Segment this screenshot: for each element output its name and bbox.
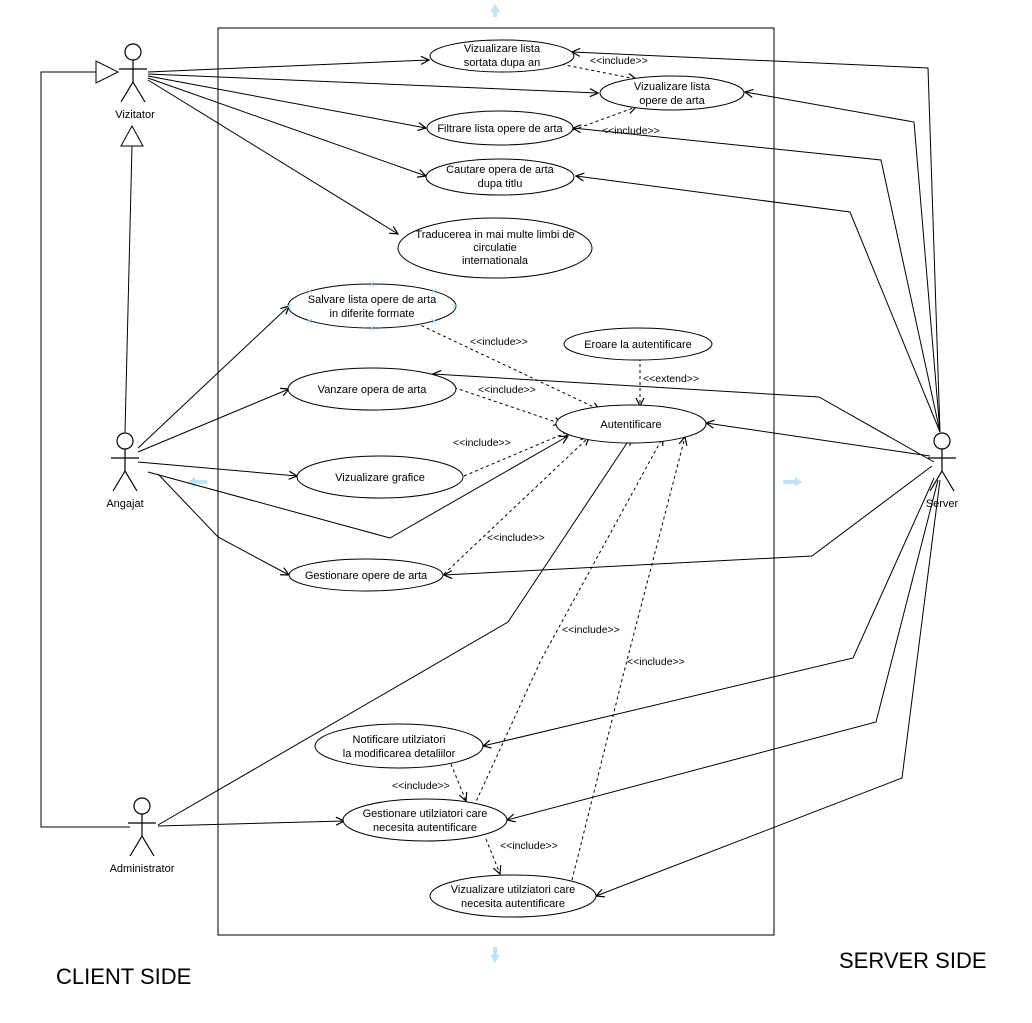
include-label-2: <<include>> [602, 125, 660, 137]
svg-text:×: × [368, 324, 376, 334]
use-case-eroare-autentificare[interactable]: Eroare la autentificare [563, 327, 713, 361]
use-case-label: circulatie [473, 242, 516, 254]
svg-text:×: × [368, 280, 376, 290]
use-case-label: necesita autentificare [461, 898, 565, 910]
use-case-gestionare-utilizatori[interactable]: Gestionare utilziatori care necesita aut… [342, 798, 508, 842]
use-case-vanzare-opera[interactable]: Vanzare opera de arta [287, 367, 457, 411]
use-case-label: internationala [462, 255, 529, 267]
use-case-label: Traducerea in mai multe limbi de [415, 229, 574, 241]
use-case-label: Vizualizare lista [634, 81, 711, 93]
use-case-label: Salvare lista opere de arta [308, 294, 437, 306]
server-side-label: SERVER SIDE [839, 948, 987, 973]
use-case-label: Notificare utilziatori [353, 734, 446, 746]
use-case-salvare-lista[interactable]: Salvare lista opere de arta in diferite … [287, 283, 457, 329]
use-case-vizualizare-lista-sortata[interactable]: Vizualizare lista sortata dupa an [429, 39, 575, 73]
drag-hint-arrow-right [783, 477, 802, 487]
use-case-cautare-opera[interactable]: Cautare opera de arta dupa titlu [425, 158, 575, 196]
include-label-1: <<include>> [590, 55, 648, 67]
stereotype-labels: <<include>> <<include>> <<include>> <<ex… [392, 55, 699, 852]
actor-label-angajat: Angajat [106, 498, 143, 510]
use-case-label: Eroare la autentificare [584, 339, 692, 351]
actor-server[interactable] [928, 432, 956, 492]
svg-text:×: × [430, 317, 438, 327]
use-case-label: Cautare opera de arta [446, 164, 555, 176]
svg-text:×: × [430, 287, 438, 297]
use-case-label: Vizualizare grafice [335, 472, 425, 484]
include-label-5: <<include>> [453, 437, 511, 449]
actor-vizitator[interactable] [119, 43, 147, 103]
system-boundary [217, 27, 775, 936]
use-case-label: opere de arta [639, 95, 705, 107]
svg-text:×: × [306, 287, 314, 297]
include-label-6: <<include>> [487, 532, 545, 544]
use-case-label: in diferite formate [330, 308, 415, 320]
use-case-label: Autentificare [600, 419, 661, 431]
generalization-triangle-administrator [95, 60, 120, 84]
use-case-label: necesita autentificare [373, 822, 477, 834]
drag-hint-arrow-down [490, 947, 500, 963]
use-case-label: Vizualizare utilziatori care [451, 884, 576, 896]
include-label-10: <<include>> [500, 840, 558, 852]
use-case-label: Vanzare opera de arta [318, 384, 428, 396]
actor-label-vizitator: Vizitator [115, 109, 155, 121]
actor-administrator[interactable] [128, 797, 156, 857]
use-case-label: dupa titlu [478, 178, 523, 190]
use-case-gestionare-opere[interactable]: Gestionare opere de arta [288, 558, 444, 592]
use-case-label: Vizualizare lista [464, 43, 541, 55]
generalization-triangle-angajat [120, 124, 144, 147]
generalization-links [40, 60, 144, 828]
svg-text:×: × [306, 317, 314, 327]
actor-label-server: Server [926, 498, 959, 510]
use-case-vizualizare-lista-opere[interactable]: Vizualizare lista opere de arta [599, 75, 745, 111]
use-case-label: Gestionare opere de arta [305, 570, 428, 582]
include-label-9: <<include>> [392, 780, 450, 792]
generalization-angajat-vizitator [124, 145, 133, 433]
use-case-traducere[interactable]: Traducerea in mai multe limbi de circula… [397, 217, 593, 279]
include-label-3: <<include>> [470, 336, 528, 348]
actor-label-administrator: Administrator [110, 863, 175, 875]
extend-label: <<extend>> [643, 373, 699, 385]
use-case-label: Gestionare utilziatori care [363, 808, 488, 820]
drag-hint-arrow-up [490, 4, 500, 17]
include-label-4: <<include>> [478, 384, 536, 396]
use-case-filtrare-lista[interactable]: Filtrare lista opere de arta [426, 110, 574, 146]
include-label-8: <<include>> [627, 656, 685, 668]
selection-handles: × × × × × × × × [285, 280, 459, 334]
generalization-administrator-vizitator [40, 71, 130, 828]
svg-text:×: × [285, 302, 293, 312]
actor-angajat[interactable] [111, 432, 139, 492]
use-case-vizualizare-grafice[interactable]: Vizualizare grafice [296, 455, 464, 499]
use-case-label: Filtrare lista opere de arta [437, 123, 563, 135]
use-case-autentificare[interactable]: Autentificare [555, 404, 707, 444]
use-case-label: sortata dupa an [464, 57, 540, 69]
use-case-vizualizare-utilizatori[interactable]: Vizualizare utilziatori care necesita au… [429, 874, 597, 918]
association-links [137, 52, 941, 896]
include-label-7: <<include>> [562, 624, 620, 636]
svg-text:×: × [451, 302, 459, 312]
use-case-label: la modificarea detaliilor [343, 748, 456, 760]
client-side-label: CLIENT SIDE [56, 964, 191, 989]
use-case-notificare-utilizatori[interactable]: Notificare utilziatori la modificarea de… [314, 723, 484, 769]
